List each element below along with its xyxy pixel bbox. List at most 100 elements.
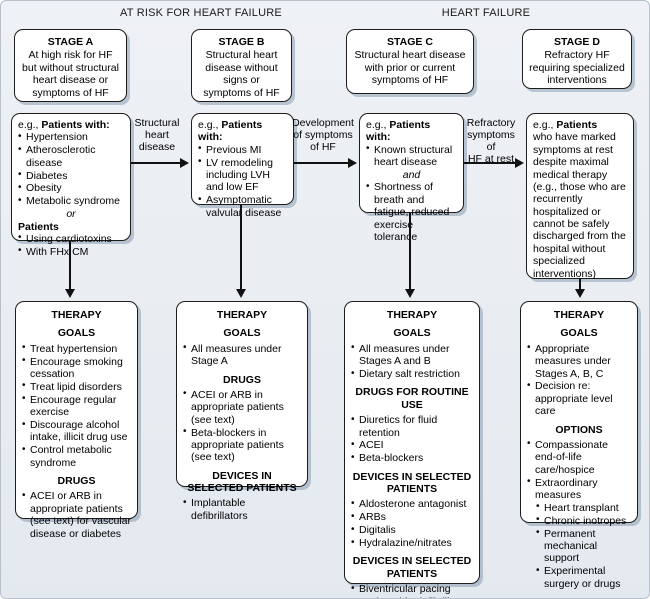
patients-stage-c-box: e.g., Patients with: Known structural he… bbox=[359, 113, 464, 243]
arrow-b-down-line bbox=[240, 205, 242, 291]
therapy-c-goals-list: All measures under Stages A and B Dietar… bbox=[351, 342, 473, 381]
list-item: Compassionate end-of-life care/hospice bbox=[527, 438, 631, 476]
stage-a-box: STAGE A At high risk for HF but without … bbox=[14, 29, 127, 102]
therapy-b-devices-list: Implantable defibrillators bbox=[183, 497, 301, 522]
band-title-heart-failure: HEART FAILURE bbox=[441, 7, 531, 19]
therapy-b-goals-list: All measures under Stage A bbox=[183, 342, 301, 368]
therapy-a-box: THERAPY GOALS Treat hypertension Encoura… bbox=[15, 301, 138, 540]
list-item: Digitalis bbox=[351, 524, 473, 537]
list-item: Encourage regular exercise bbox=[22, 393, 131, 419]
list-item: Hydralazine/nitrates bbox=[351, 536, 473, 549]
list-item: Beta-blockers bbox=[351, 452, 473, 465]
stage-b-box: STAGE B Structural heart disease without… bbox=[191, 29, 292, 102]
patients-b-lead: e.g., Patients with: bbox=[198, 119, 263, 144]
arrow-c-to-d-line bbox=[464, 162, 516, 164]
patients-a-list-1: Hypertension Atherosclerotic disease Dia… bbox=[18, 131, 124, 207]
therapy-c-drugs-routine-list: Diuretics for fluid retention ACEI Beta-… bbox=[351, 414, 473, 465]
therapy-d-options-heading: OPTIONS bbox=[555, 423, 603, 436]
therapy-a-drugs-list: ACEI or ARB in appropriate patients (see… bbox=[22, 490, 131, 540]
patients-a-list-2: Using cardiotoxins With FHx CM bbox=[18, 232, 124, 258]
list-item: Biventricular pacing bbox=[351, 583, 473, 596]
patients-stage-b-box: e.g., Patients with: Previous MI LV remo… bbox=[191, 113, 294, 219]
list-item: Treat lipid disorders bbox=[22, 380, 131, 393]
list-item: ACEI bbox=[351, 439, 473, 452]
therapy-b-title: THERAPY bbox=[216, 309, 268, 321]
stage-d-title: STAGE D bbox=[554, 36, 600, 48]
patients-c-list-1: Known structural heart disease bbox=[366, 143, 457, 169]
list-item: Heart transplant bbox=[527, 501, 631, 514]
patients-c-connector: and bbox=[402, 169, 421, 181]
therapy-c-title: THERAPY bbox=[386, 309, 438, 321]
list-item: Control metabolic syndrome bbox=[22, 444, 131, 469]
stage-a-desc: At high risk for HF but without structur… bbox=[22, 49, 119, 99]
therapy-b-goals-heading: GOALS bbox=[223, 327, 261, 340]
therapy-a-title: THERAPY bbox=[51, 309, 102, 321]
stage-d-desc: Refractory HF requiring specialized inte… bbox=[529, 49, 625, 87]
list-item: Beta-blockers in appropriate patients (s… bbox=[183, 426, 301, 464]
stage-c-desc: Structural heart disease with prior or c… bbox=[354, 49, 466, 87]
list-item: Extraordinary measures bbox=[527, 476, 631, 502]
list-item: Experimental surgery or drugs bbox=[527, 565, 631, 590]
patients-a-second-lead: Patients bbox=[18, 220, 59, 233]
band-title-at-risk: AT RISK FOR HEART FAILURE bbox=[120, 7, 282, 19]
therapy-c-drugs-routine-heading: DRUGS FOR ROUTINE USE bbox=[355, 386, 469, 411]
patients-b-list: Previous MI LV remodeling including LVH … bbox=[198, 143, 287, 219]
stage-b-desc: Structural heart disease without signs o… bbox=[203, 49, 280, 99]
list-item: Discourage alcohol intake, illicit drug … bbox=[22, 419, 131, 444]
arrow-b-to-c-head bbox=[348, 158, 357, 168]
list-item: Treat hypertension bbox=[22, 342, 131, 355]
therapy-c-devices-heading-2: DEVICES IN SELECTED PATIENTS bbox=[352, 555, 472, 580]
therapy-c-devices-list-1: Aldosterone antagonist ARBs Digitalis Hy… bbox=[351, 498, 473, 549]
patients-stage-d-box: e.g., Patients who have marked symptoms … bbox=[526, 113, 634, 280]
patients-c-list-2: Shortness of breath and fatigue, reduced… bbox=[366, 181, 457, 243]
therapy-b-drugs-list: ACEI or ARB in appropriate patients (see… bbox=[183, 388, 301, 464]
list-item: All measures under Stages A and B bbox=[351, 342, 473, 368]
list-item: All measures under Stage A bbox=[183, 342, 301, 368]
therapy-d-goals-heading: GOALS bbox=[560, 327, 598, 340]
list-item: Atherosclerotic disease bbox=[18, 144, 124, 169]
list-item: Dietary salt restriction bbox=[351, 367, 473, 380]
arrow-a-to-b-head bbox=[180, 158, 189, 168]
therapy-b-devices-heading: DEVICES IN SELECTED PATIENTS bbox=[187, 469, 297, 494]
patients-d-body: who have marked symptoms at rest despite… bbox=[533, 131, 626, 280]
arrow-c-down-line bbox=[409, 213, 411, 291]
patients-a-lead: e.g., Patients with: bbox=[18, 119, 110, 131]
arrow-a-down-head bbox=[65, 289, 75, 298]
list-item: Diabetes bbox=[18, 169, 124, 182]
therapy-d-goals-list: Appropriate measures under Stages A, B, … bbox=[527, 342, 631, 418]
list-item: Chronic inotropes bbox=[527, 514, 631, 527]
stage-b-title: STAGE B bbox=[218, 36, 265, 48]
stage-c-box: STAGE C Structural heart disease with pr… bbox=[346, 29, 474, 94]
list-item: Implantable defibrillators bbox=[183, 497, 301, 522]
stage-c-title: STAGE C bbox=[387, 36, 433, 48]
stage-d-box: STAGE D Refractory HF requiring speciali… bbox=[522, 29, 632, 89]
therapy-d-title: THERAPY bbox=[553, 309, 605, 321]
list-item: Using cardiotoxins bbox=[18, 232, 124, 245]
therapy-b-drugs-heading: DRUGS bbox=[223, 373, 261, 386]
therapy-c-devices-list-2: Biventricular pacing Implantable defibri… bbox=[351, 583, 473, 598]
patients-c-lead: e.g., Patients with: bbox=[366, 119, 431, 144]
arrow-a-down-line bbox=[69, 241, 71, 291]
list-item: Obesity bbox=[18, 182, 124, 195]
arrow-d-down-head bbox=[575, 289, 585, 298]
arrow-c-to-d-label: Refractory symptoms of HF at rest bbox=[466, 117, 516, 166]
arrow-a-to-b-line bbox=[131, 162, 181, 164]
therapy-a-goals-list: Treat hypertension Encourage smoking ces… bbox=[22, 342, 131, 469]
list-item: Decision re: appropriate level care bbox=[527, 380, 631, 417]
arrow-c-down-head bbox=[405, 289, 415, 298]
list-item: Asymptomatic valvular disease bbox=[198, 194, 287, 219]
therapy-d-box: THERAPY GOALS Appropriate measures under… bbox=[520, 301, 638, 590]
list-item: LV remodeling including LVH and low EF bbox=[198, 156, 287, 194]
list-item: ACEI or ARB in appropriate patients (see… bbox=[183, 388, 301, 426]
arrow-b-to-c-label: Development of symptoms of HF bbox=[292, 117, 354, 154]
therapy-a-goals-heading: GOALS bbox=[57, 327, 96, 340]
stage-a-title: STAGE A bbox=[47, 36, 94, 48]
list-item: Implantable defibrillators bbox=[351, 595, 473, 598]
list-item: Known structural heart disease bbox=[366, 143, 457, 169]
list-item: With FHx CM bbox=[18, 245, 124, 258]
patients-d-lead: e.g., Patients bbox=[533, 119, 598, 131]
list-item: Metabolic syndrome bbox=[18, 195, 124, 208]
therapy-d-options-list: Compassionate end-of-life care/hospice E… bbox=[527, 438, 631, 590]
list-item: Encourage smoking cessation bbox=[22, 355, 131, 381]
